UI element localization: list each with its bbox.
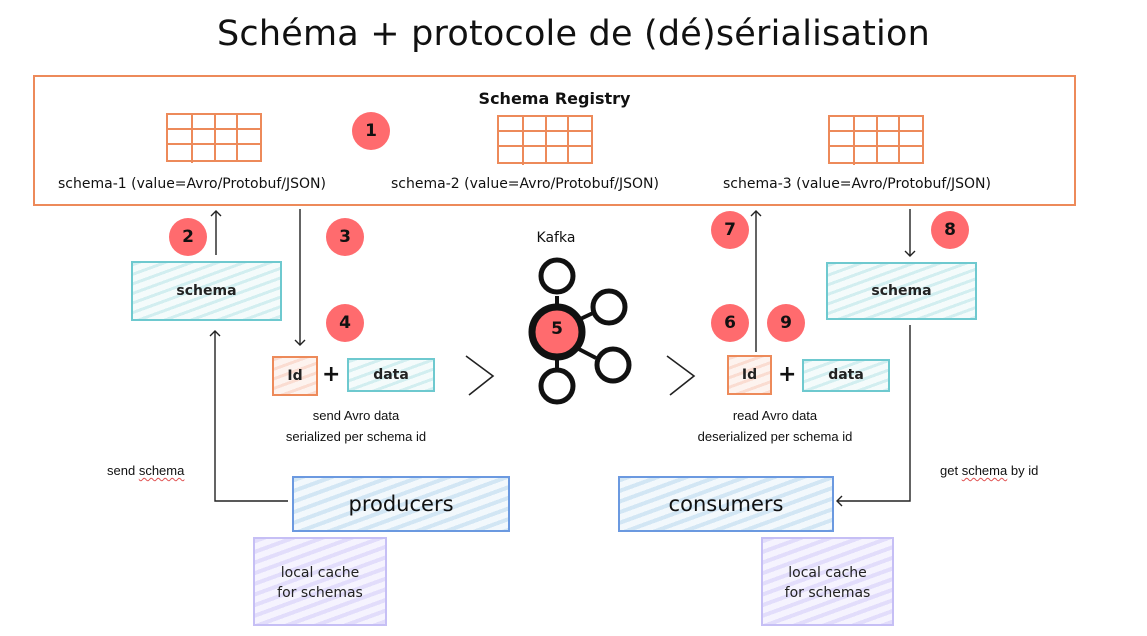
step-badge-8: 8 xyxy=(931,211,969,249)
get-schema-by-id-label: get schema by id xyxy=(940,463,1038,478)
chevron-right-icon xyxy=(666,355,696,396)
get-schema-word1: get xyxy=(940,463,959,478)
producer-local-cache-box: local cache for schemas xyxy=(253,537,387,626)
step-badge-2: 2 xyxy=(169,218,207,256)
step-badge-4: 4 xyxy=(326,304,364,342)
table-grid-icon xyxy=(828,115,924,165)
consumer-plus-sign: + xyxy=(778,362,797,387)
send-schema-word2: schema xyxy=(138,463,185,478)
schema-1-label: schema-1 (value=Avro/Protobuf/JSON) xyxy=(58,176,326,192)
consumer-caption-line2: deserialized per schema id xyxy=(697,429,853,444)
producer-schema-box: schema xyxy=(131,261,282,321)
step-badge-3: 3 xyxy=(326,218,364,256)
kafka-label: Kafka xyxy=(536,230,576,246)
producer-id-box: Id xyxy=(272,356,318,396)
consumers-box: consumers xyxy=(618,476,834,532)
producer-plus-sign: + xyxy=(322,362,341,387)
table-grid-icon xyxy=(166,113,262,163)
arrow-producers-send-schema xyxy=(209,330,288,502)
producer-caption: send Avro data serialized per schema id xyxy=(250,405,462,447)
producers-box: producers xyxy=(292,476,510,532)
arrow-get-schema-to-consumers xyxy=(836,325,911,507)
consumer-data-box: data xyxy=(802,359,890,392)
get-schema-word3: by id xyxy=(1010,463,1039,478)
consumer-schema-box: schema xyxy=(826,262,977,320)
consumer-local-cache-box: local cache for schemas xyxy=(761,537,894,626)
producer-cache-line2: for schemas xyxy=(277,585,363,601)
chevron-right-icon xyxy=(465,355,495,396)
schema-2-label: schema-2 (value=Avro/Protobuf/JSON) xyxy=(391,176,659,192)
step-badge-7: 7 xyxy=(711,211,749,249)
send-schema-word1: send xyxy=(107,463,136,478)
schema-registry: Schema Registry xyxy=(33,75,1076,206)
producer-cache-line1: local cache xyxy=(280,565,360,581)
consumer-caption: read Avro data deserialized per schema i… xyxy=(670,405,880,447)
get-schema-word2: schema xyxy=(961,463,1008,478)
producer-caption-line2: serialized per schema id xyxy=(285,429,427,444)
step-badge-9: 9 xyxy=(767,304,805,342)
step-badge-1: 1 xyxy=(352,112,390,150)
table-grid-icon xyxy=(497,115,593,165)
step-badge-6: 6 xyxy=(711,304,749,342)
page-title: Schéma + protocole de (dé)sérialisation xyxy=(217,14,930,54)
producer-data-box: data xyxy=(347,358,435,392)
consumer-cache-line2: for schemas xyxy=(784,585,871,601)
consumer-caption-line1: read Avro data xyxy=(732,408,818,423)
schema-3-label: schema-3 (value=Avro/Protobuf/JSON) xyxy=(723,176,991,192)
producer-caption-line1: send Avro data xyxy=(312,408,400,423)
consumer-id-box: Id xyxy=(727,355,772,395)
step-badge-5: 5 xyxy=(551,319,563,339)
send-schema-label: send schema xyxy=(107,463,184,478)
kafka-broker-icon xyxy=(528,257,632,405)
registry-title: Schema Registry xyxy=(478,89,631,108)
consumer-cache-line1: local cache xyxy=(788,565,867,581)
